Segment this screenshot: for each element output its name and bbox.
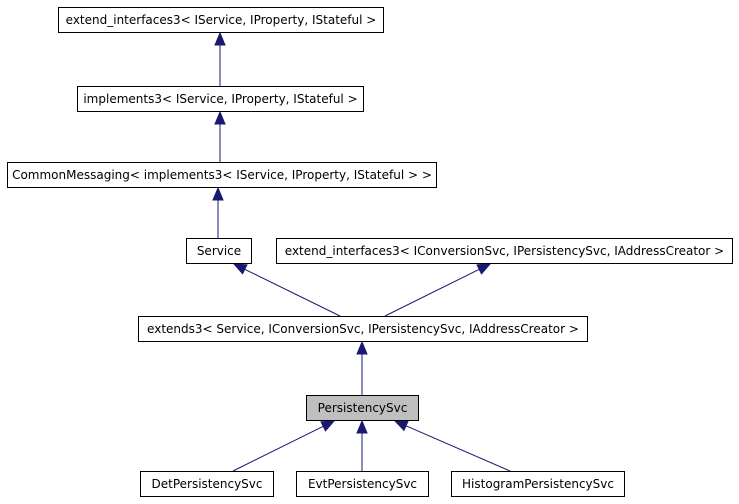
arrowhead-extend_interfaces_top (214, 31, 226, 46)
arrowhead-persistency_svc (320, 420, 336, 432)
arrowhead-implements3 (214, 110, 226, 125)
node-extend-interfaces-iservice[interactable]: extend_interfaces3< IService, IProperty,… (58, 7, 384, 33)
edge-extends3-to-extend_interfaces_conv (384, 268, 480, 317)
node-common-messaging[interactable]: CommonMessaging< implements3< IService, … (7, 162, 437, 188)
node-extends3[interactable]: extends3< Service, IConversionSvc, IPers… (138, 316, 588, 342)
node-persistency-svc[interactable]: PersistencySvc (306, 395, 419, 421)
arrowhead-common_messaging (212, 186, 224, 201)
arrowhead-extends3 (356, 340, 368, 355)
node-implements3[interactable]: implements3< IService, IProperty, IState… (77, 86, 364, 112)
arrowhead-extend_interfaces_conv (476, 263, 492, 275)
arrowhead-persistency_svc (356, 419, 368, 434)
edge-extends3-to-service (244, 268, 341, 317)
node-evt-persistency-svc[interactable]: EvtPersistencySvc (296, 471, 429, 497)
node-histogram-persistency-svc[interactable]: HistogramPersistencySvc (451, 471, 625, 497)
edge-det_persistency_svc-to-persistency_svc (232, 425, 324, 472)
arrowhead-service (232, 263, 248, 275)
node-service[interactable]: Service (186, 238, 252, 264)
node-extend-interfaces-iconversionsvc[interactable]: extend_interfaces3< IConversionSvc, IPer… (276, 238, 733, 264)
arrowhead-persistency_svc (393, 420, 409, 432)
node-det-persistency-svc[interactable]: DetPersistencySvc (140, 471, 274, 497)
edge-histogram_persistency_svc-to-persistency_svc (405, 425, 511, 472)
